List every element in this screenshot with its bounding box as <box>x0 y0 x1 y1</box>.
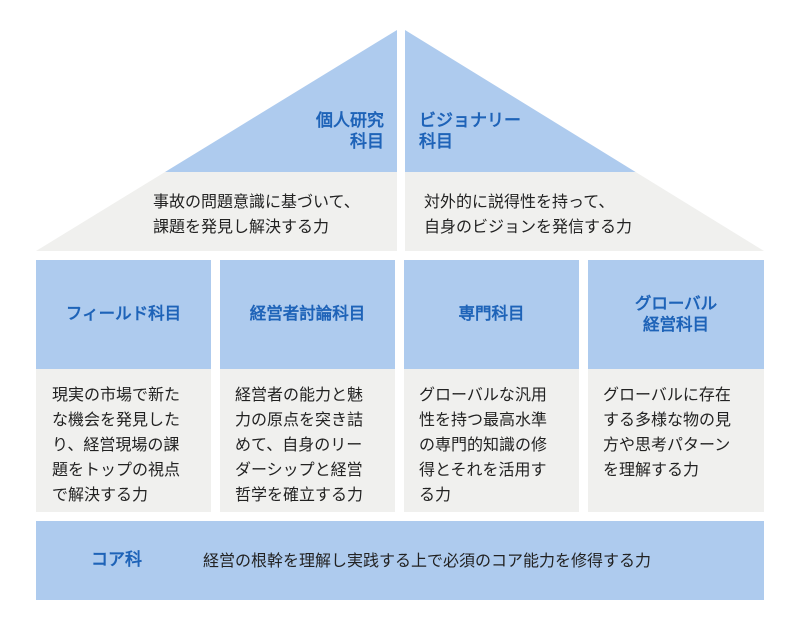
roof-right-title: ビジョナリー 科目 <box>419 110 521 152</box>
column-global-management-title: グローバル 経営科目 <box>588 260 764 369</box>
roof-left-description: 事故の問題意識に基づいて、 課題を発見し解決する力 <box>153 192 360 236</box>
column-executive-discussion-title: 経営者討論科目 <box>220 260 395 369</box>
roof-left-title: 個人研究 科目 <box>316 110 384 152</box>
column-field-title: フィールド科目 <box>36 260 211 369</box>
roof-right-blue-band <box>405 30 764 172</box>
core-title: コア科 <box>91 549 142 570</box>
core-description: 経営の根幹を理解し実践する上で必須のコア能力を修得する力 <box>203 551 652 570</box>
column-executive-discussion-description: 経営者の能力と魅 力の原点を突き詰 めて、自身のリー ダーシップと経営 哲学を確… <box>220 369 395 512</box>
roof-left-blue-band <box>36 30 397 172</box>
column-global-management-description: グローバルに存在 する多様な物の見 方や思考パターン を理解する力 <box>588 369 764 512</box>
column-specialized-title: 専門科目 <box>404 260 579 369</box>
core-bar: コア科 経営の根幹を理解し実践する上で必須のコア能力を修得する力 <box>36 521 764 600</box>
column-field-description: 現実の市場で新た な機会を発見した り、経営現場の課 題をトップの視点 で解決す… <box>36 369 211 512</box>
roof-right-description: 対外的に説得性を持って、 自身のビジョンを発信する力 <box>424 192 633 236</box>
column-specialized-description: グローバルな汎用 性を持つ最高水準 の専門的知識の修 得とそれを活用す る力 <box>404 369 579 512</box>
